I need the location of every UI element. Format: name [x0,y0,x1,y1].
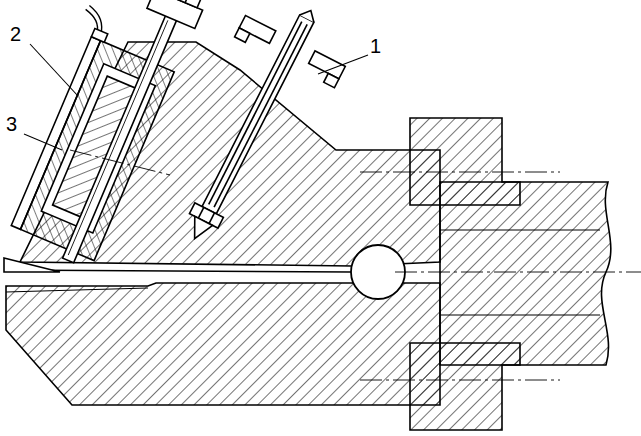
electromagnet [0,0,209,271]
indicator-pin [145,0,361,264]
callout-number: 1 [370,36,381,56]
shaft-section [440,182,611,365]
leader-lines [24,44,368,150]
center-lines [70,150,641,380]
callout-number: 2 [10,24,21,44]
wedge [4,258,60,272]
lower-jaw [6,283,440,405]
callout-number: 3 [6,114,17,134]
